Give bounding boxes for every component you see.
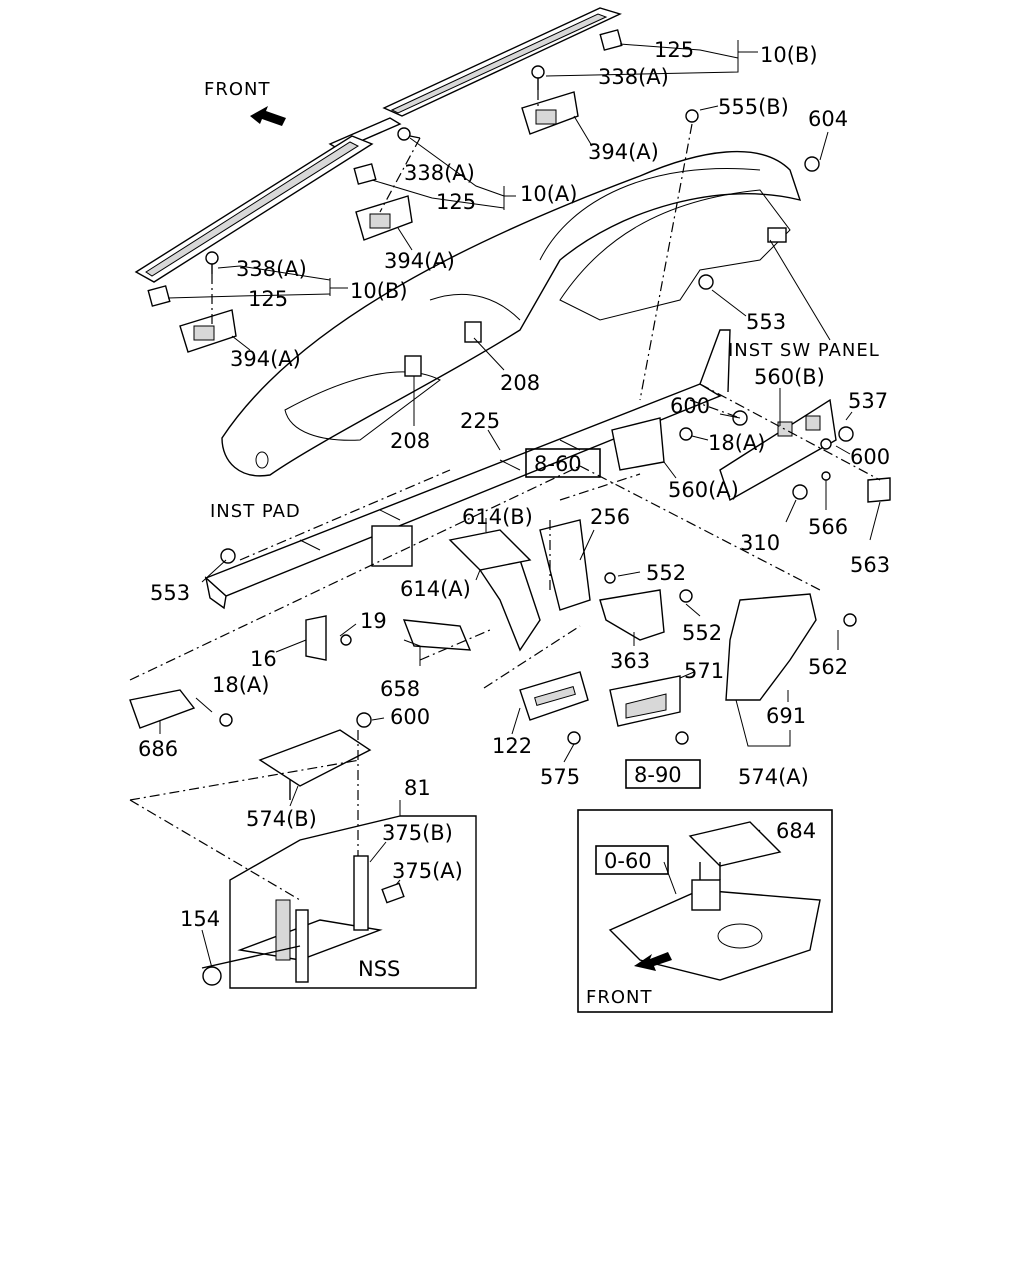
callout-600: 600 — [850, 445, 890, 469]
callout-16: 16 — [250, 647, 277, 671]
callout-394a: 394(A) — [230, 347, 301, 371]
callout-125: 125 — [436, 190, 476, 214]
callout-225: 225 — [460, 409, 500, 433]
callout-614b: 614(B) — [462, 505, 533, 529]
nss-box — [201, 815, 477, 989]
front-arrow-inset-icon — [634, 952, 672, 971]
pocket-571 — [609, 675, 681, 727]
screw-338-top — [531, 65, 545, 90]
fasteners — [219, 109, 891, 745]
ref-box-8-60-text: 8-60 — [534, 452, 582, 476]
callout-563: 563 — [850, 553, 890, 577]
callout-375a: 375(A) — [392, 859, 463, 883]
callout-562: 562 — [808, 655, 848, 679]
callout-552: 552 — [646, 561, 686, 585]
bracket-16 — [305, 615, 327, 661]
callout-338a: 338(A) — [236, 257, 307, 281]
callout-552: 552 — [682, 621, 722, 645]
bracket-394-top — [521, 91, 579, 135]
callout-208: 208 — [390, 429, 430, 453]
screw-338-left — [205, 251, 219, 274]
switch-122 — [519, 671, 589, 721]
callout-575: 575 — [540, 765, 580, 789]
callout-125: 125 — [248, 287, 288, 311]
callouts: 125 10(B) 338(A) 394(A) 555(B) 604 338(A… — [138, 38, 890, 931]
inst-sw-panel-label: INST SW PANEL — [728, 340, 880, 361]
clip-125-left — [147, 285, 171, 307]
ref-box-8-90-text: 8-90 — [634, 763, 682, 787]
callout-338a: 338(A) — [404, 161, 475, 185]
callout-560a: 560(A) — [668, 478, 739, 502]
callout-122: 122 — [492, 734, 532, 758]
screw-338-mid — [397, 127, 421, 141]
callout-600: 600 — [390, 705, 430, 729]
bracket-560b — [719, 398, 837, 502]
callout-604: 604 — [808, 107, 848, 131]
callout-614a: 614(A) — [400, 577, 471, 601]
callout-600: 600 — [670, 394, 710, 418]
trim-strip-left — [134, 135, 374, 283]
callout-18a: 18(A) — [708, 431, 765, 455]
bracket-614a — [478, 559, 541, 652]
callout-566: 566 — [808, 515, 848, 539]
instrument-pad — [221, 150, 802, 477]
front-label-top: FRONT — [204, 79, 271, 100]
trim-strip-top — [382, 7, 622, 117]
callout-256: 256 — [590, 505, 630, 529]
callout-125: 125 — [654, 38, 694, 62]
callout-394a: 394(A) — [384, 249, 455, 273]
inst-sw-panel — [559, 189, 791, 321]
callout-10b: 10(B) — [350, 279, 408, 303]
callout-10b: 10(B) — [760, 43, 818, 67]
bracket-574a — [725, 593, 817, 701]
leader-lines — [159, 40, 881, 969]
callout-684: 684 — [776, 819, 816, 843]
callout-537: 537 — [848, 389, 888, 413]
callout-10a: 10(A) — [520, 182, 577, 206]
callout-338a: 338(A) — [598, 65, 669, 89]
callout-18a: 18(A) — [212, 673, 269, 697]
callout-363: 363 — [610, 649, 650, 673]
bracket-574b — [258, 729, 372, 800]
callout-553: 553 — [150, 581, 190, 605]
bracket-256 — [539, 519, 591, 611]
callout-394a: 394(A) — [588, 140, 659, 164]
bracket-394-left — [179, 309, 237, 353]
callout-208: 208 — [500, 371, 540, 395]
cover-658 — [402, 619, 472, 651]
clip-125-mid — [353, 163, 377, 185]
callout-574b: 574(B) — [246, 807, 317, 831]
callout-81: 81 — [404, 776, 431, 800]
callout-686: 686 — [138, 737, 178, 761]
callout-560b: 560(B) — [754, 365, 825, 389]
callout-691: 691 — [766, 704, 806, 728]
front-label-inset: FRONT — [586, 987, 653, 1008]
ref-box-0-60-text: 0-60 — [604, 849, 652, 873]
nss-label: NSS — [358, 957, 400, 981]
callout-571: 571 — [684, 659, 724, 683]
bracket-363 — [599, 589, 665, 641]
ref-box-8-60: 8-60 — [525, 448, 601, 478]
callout-574a: 574(A) — [738, 765, 809, 789]
bracket-686 — [129, 689, 196, 729]
reference-lines — [129, 90, 881, 930]
callout-154: 154 — [180, 907, 220, 931]
bracket-394-mid — [355, 195, 413, 241]
callout-19: 19 — [360, 609, 387, 633]
callout-658: 658 — [380, 677, 420, 701]
clip-125-top — [599, 29, 623, 51]
ref-box-0-60: 0-60 — [595, 845, 669, 875]
callout-555b: 555(B) — [718, 95, 789, 119]
ref-box-8-90: 8-90 — [625, 759, 701, 789]
callout-310: 310 — [740, 531, 780, 555]
bracket-614b — [448, 529, 532, 571]
inst-pad-label: INST PAD — [210, 501, 301, 522]
front-arrow-icon — [250, 106, 286, 126]
callout-553: 553 — [746, 310, 786, 334]
callout-375b: 375(B) — [382, 821, 453, 845]
